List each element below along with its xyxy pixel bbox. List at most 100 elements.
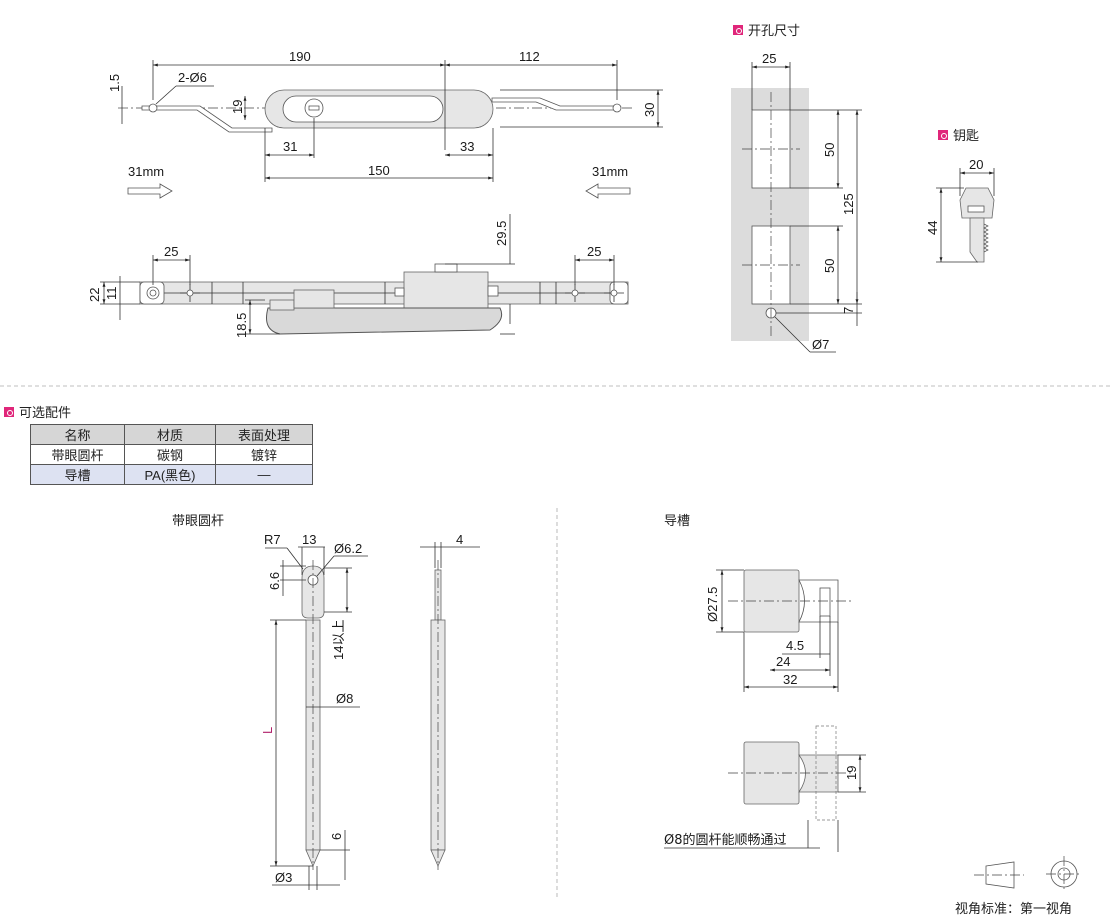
cutout-dim-50-bottom: 50 bbox=[822, 259, 837, 273]
right-rod bbox=[491, 97, 621, 111]
rod-dim-13: 13 bbox=[302, 532, 316, 547]
dim-19: 19 bbox=[230, 100, 245, 114]
side-hole-marker bbox=[571, 289, 579, 297]
guide-dim-4-5: 4.5 bbox=[786, 638, 804, 653]
options-section-title: 可选配件 bbox=[19, 405, 72, 420]
rod-dim-6-6: 6.6 bbox=[267, 572, 282, 590]
dim-22: 22 bbox=[87, 288, 102, 302]
guide-dim-27-5: Ø27.5 bbox=[705, 587, 720, 622]
table-row: 导槽 PA(黑色) — bbox=[30, 464, 313, 485]
top-view-drawing: 190 112 2-Ø6 1.5 19 30 31 33 150 31mm 31… bbox=[107, 49, 663, 199]
mount-hole-left bbox=[148, 103, 158, 113]
rod-dim-14: 14以上 bbox=[331, 620, 346, 660]
guide-dim-24: 24 bbox=[776, 654, 790, 669]
key-blade-icon bbox=[969, 217, 985, 263]
projection-symbol-icon bbox=[974, 856, 1082, 892]
cutout-dim-50-top: 50 bbox=[822, 143, 837, 157]
dim-25-right: 25 bbox=[587, 244, 601, 259]
side-hole-marker bbox=[186, 289, 194, 297]
dim-1-5: 1.5 bbox=[107, 74, 122, 92]
lock-handle-recess bbox=[282, 95, 444, 123]
table-cell: PA(黑色) bbox=[124, 464, 216, 485]
options-section-header: 可选配件 bbox=[4, 402, 71, 421]
table-cell: — bbox=[215, 464, 313, 485]
hole-leader bbox=[774, 316, 811, 353]
guide-dim-19: 19 bbox=[844, 766, 859, 780]
section-marker-icon bbox=[733, 24, 743, 35]
rod-view-title: 带眼圆杆 bbox=[172, 513, 225, 528]
rod-dim-3: Ø3 bbox=[275, 870, 292, 885]
side-slot-right bbox=[487, 285, 499, 297]
left-rod bbox=[141, 105, 273, 133]
side-hole-markers bbox=[146, 284, 624, 302]
guide-drawing: Ø27.5 4.5 24 32 19 Ø8的圆杆能顺畅通过 bbox=[664, 569, 866, 852]
dim-33: 33 bbox=[460, 139, 474, 154]
key-section-header: 钥匙 bbox=[938, 125, 979, 144]
dim-190: 190 bbox=[289, 49, 311, 64]
rod-dim-L: L bbox=[260, 727, 275, 734]
dim-18-5: 18.5 bbox=[234, 313, 249, 338]
dim-29-5: 29.5 bbox=[494, 221, 509, 246]
rod-dim-6-2: Ø6.2 bbox=[334, 541, 362, 556]
key-dim-20: 20 bbox=[969, 157, 983, 172]
side-hole-left-inner bbox=[149, 289, 157, 297]
section-marker-icon bbox=[938, 129, 948, 140]
side-handle bbox=[266, 307, 503, 335]
key-teeth bbox=[983, 223, 989, 253]
r7-leader bbox=[286, 547, 304, 570]
dim-30: 30 bbox=[642, 103, 657, 117]
projection-label: 视角标准：第一视角 bbox=[955, 901, 1073, 916]
cutout-dim-25: 25 bbox=[762, 51, 776, 66]
side-housing-nut bbox=[434, 263, 458, 273]
options-table: 名称 材质 表面处理 带眼圆杆 碳钢 镀锌 导槽 PA(黑色) — bbox=[30, 424, 313, 485]
rod-dim-8: Ø8 bbox=[336, 691, 353, 706]
cutout-section-header: 开孔尺寸 bbox=[733, 20, 800, 39]
cutout-section-title: 开孔尺寸 bbox=[748, 23, 801, 38]
table-cell: 导槽 bbox=[30, 464, 125, 485]
hole-leader bbox=[155, 85, 177, 105]
mount-hole-right bbox=[612, 103, 622, 113]
rod-dim-4: 4 bbox=[456, 532, 463, 547]
key-head-icon bbox=[959, 187, 995, 219]
side-slot-left bbox=[394, 287, 405, 297]
side-handle-cam bbox=[269, 299, 295, 311]
key-drawing: 20 44 bbox=[925, 157, 995, 263]
hole-leader bbox=[316, 555, 335, 577]
key-section-title: 钥匙 bbox=[953, 128, 980, 143]
table-cell: 带眼圆杆 bbox=[30, 444, 125, 465]
guide-view-title: 导槽 bbox=[664, 513, 691, 528]
rod-side-eye bbox=[434, 569, 442, 621]
rod-dim-6: 6 bbox=[329, 833, 344, 840]
dim-31: 31 bbox=[283, 139, 297, 154]
dim-11: 11 bbox=[104, 287, 119, 301]
cutout-drawing: 25 50 125 50 7 Ø7 bbox=[731, 51, 862, 353]
dim-hole: 2-Ø6 bbox=[178, 70, 207, 85]
cutout-dim-hole: Ø7 bbox=[812, 337, 829, 352]
guide-channel-front bbox=[798, 754, 839, 793]
guide-slot-top bbox=[819, 587, 831, 617]
rod-dim-r7: R7 bbox=[264, 532, 281, 547]
table-cell: 碳钢 bbox=[124, 444, 216, 465]
guide-dim-32: 32 bbox=[783, 672, 797, 687]
guide-note: Ø8的圆杆能顺畅通过 bbox=[664, 832, 787, 848]
travel-arrow-left-icon bbox=[585, 183, 631, 199]
side-view-drawing: 25 25 29.5 22 11 18.5 bbox=[87, 214, 629, 338]
side-housing bbox=[403, 271, 489, 309]
key-dim-44: 44 bbox=[925, 221, 940, 235]
table-header-finish: 表面处理 bbox=[215, 424, 313, 445]
table-row: 带眼圆杆 碳钢 镀锌 bbox=[30, 444, 313, 465]
travel-left-label: 31mm bbox=[128, 164, 164, 179]
travel-right-label: 31mm bbox=[592, 164, 628, 179]
dim-112: 112 bbox=[519, 49, 540, 64]
cutout-dim-7: 7 bbox=[841, 307, 856, 314]
side-hole-marker bbox=[610, 289, 618, 297]
keyhole-slot-icon bbox=[308, 105, 320, 111]
dim-150: 150 bbox=[368, 163, 390, 178]
cutout-dim-125: 125 bbox=[841, 193, 856, 215]
dim-25-left: 25 bbox=[164, 244, 178, 259]
side-handle-block bbox=[293, 289, 335, 309]
key-label-slot bbox=[967, 205, 985, 213]
section-marker-icon bbox=[4, 406, 14, 417]
rod-drawing: R7 13 Ø6.2 4 6.6 14以上 Ø8 L 6 Ø3 bbox=[260, 532, 480, 890]
